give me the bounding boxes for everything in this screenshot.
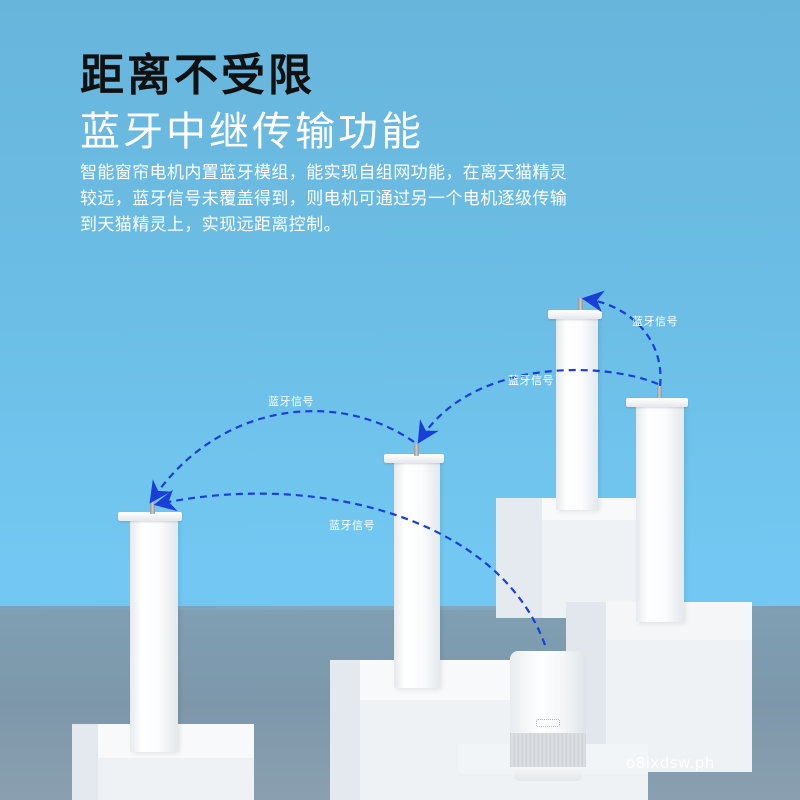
description-line: 到天猫精灵上，实现远距离控制。 <box>80 215 341 235</box>
description: 智能窗帘电机内置蓝牙模组，能实现自组网功能，在离天猫精灵 较远，蓝牙信号未覆盖得… <box>80 160 680 238</box>
page-subtitle: 蓝牙中继传输功能 <box>80 109 424 155</box>
description-line: 较远，蓝牙信号未覆盖得到，则电机可通过另一个电机逐级传输 <box>80 189 568 209</box>
smart-speaker <box>510 651 586 781</box>
page-title: 距离不受限 <box>80 50 315 101</box>
speaker-led-icon <box>536 719 560 727</box>
description-line: 智能窗帘电机内置蓝牙模组，能实现自组网功能，在离天猫精灵 <box>80 163 568 183</box>
signal-label: 蓝牙信号 <box>329 519 375 532</box>
signal-label: 蓝牙信号 <box>632 315 678 328</box>
watermark: o8ixdsw.ph <box>626 754 715 772</box>
signal-label: 蓝牙信号 <box>268 395 314 408</box>
signal-label: 蓝牙信号 <box>508 374 554 387</box>
